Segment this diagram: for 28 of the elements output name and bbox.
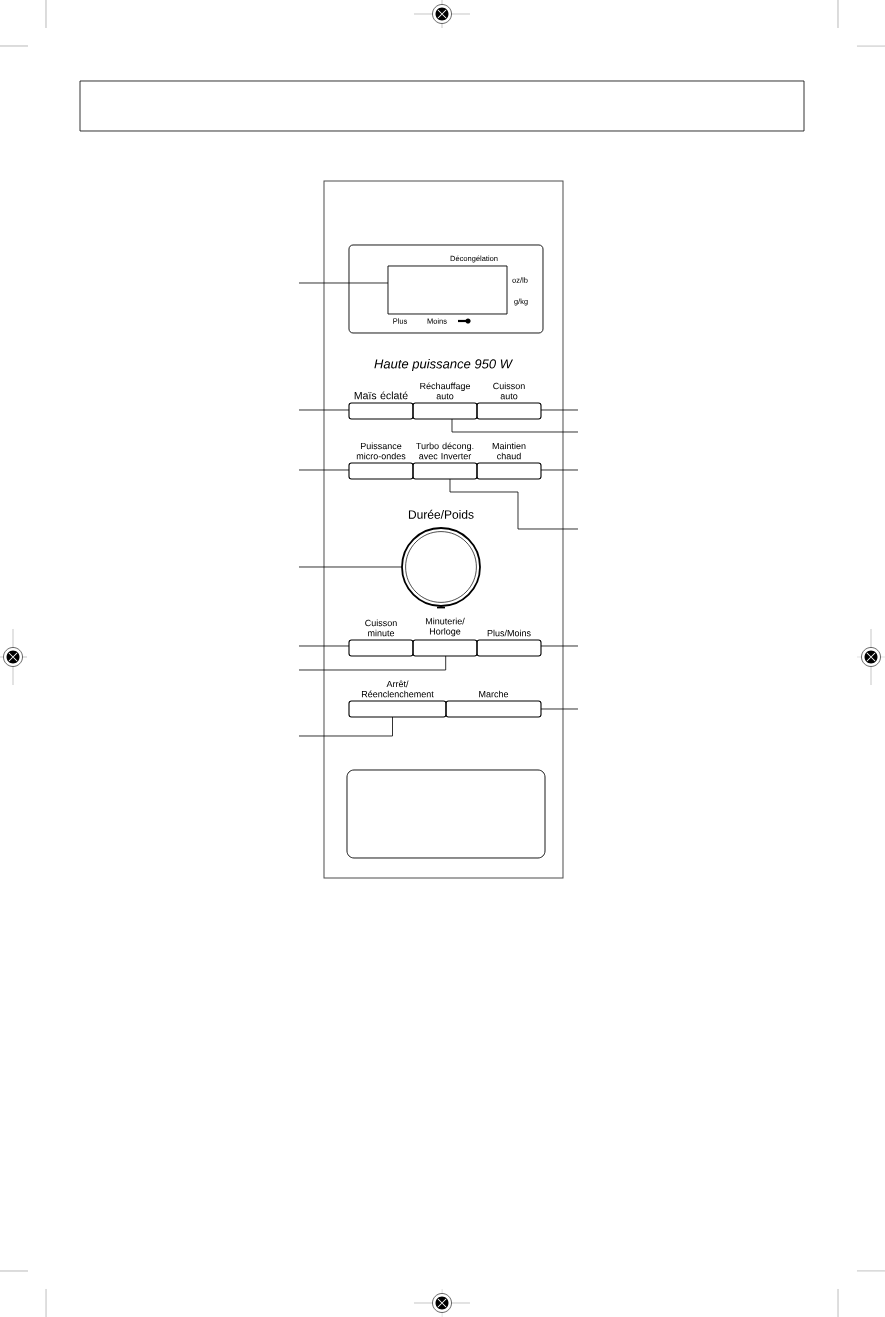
lcd-screen: [387, 265, 508, 315]
button-label: Réchauffage auto: [420, 382, 471, 400]
leader-line: [298, 282, 389, 284]
leader-line: [298, 469, 350, 471]
button-label: Minuterie/ Horloge: [426, 617, 465, 637]
leader-line: [451, 418, 579, 433]
leader-line: [540, 469, 579, 471]
power-label: Haute puissance 950 W: [374, 358, 513, 372]
blank-plate: [346, 769, 546, 859]
button-label: Maintien chaud: [492, 442, 526, 460]
dial-label: Durée/Poids: [408, 509, 474, 519]
leader-line: [540, 645, 579, 647]
leader-line: [449, 478, 579, 530]
leader-line: [298, 645, 350, 647]
leader-line: [298, 655, 447, 671]
button-label: Marche: [479, 690, 509, 698]
button-label: Plus/Moins: [487, 629, 531, 637]
leader-line: [540, 409, 579, 411]
button-label: Arrêt/ Réenclenchement: [361, 680, 434, 698]
leader-line: [540, 708, 579, 710]
button-label: Cuisson minute: [365, 619, 397, 637]
leader-line: [298, 566, 403, 568]
button-label: Turbo décong. avec Inverter: [416, 442, 474, 460]
button-label: Maïs éclaté: [354, 391, 408, 400]
leader-line: [298, 409, 350, 411]
button-label: Puissance micro-ondes: [356, 442, 406, 460]
button-label: Cuisson auto: [493, 382, 525, 400]
leader-line: [298, 716, 393, 737]
